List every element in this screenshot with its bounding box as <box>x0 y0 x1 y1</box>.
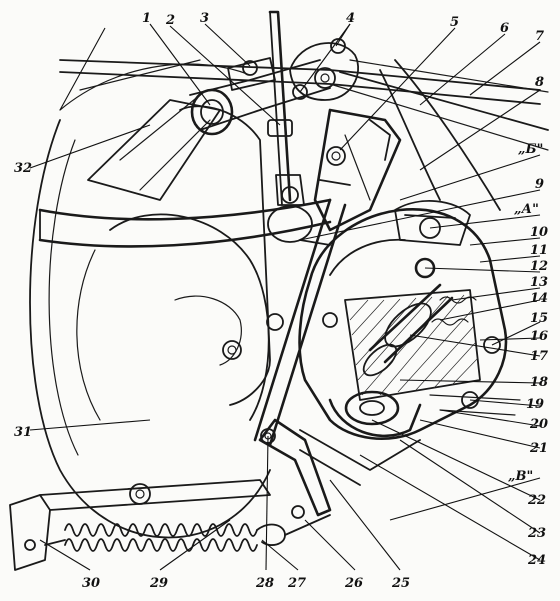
callout-18: 18 <box>530 375 548 390</box>
callout-1: 1 <box>142 11 151 26</box>
release-fork-lever <box>258 418 332 517</box>
main-push-rod <box>253 179 351 447</box>
callout-32: 32 <box>14 161 32 176</box>
callout-30: 30 <box>82 576 100 591</box>
callout-26: 26 <box>344 576 363 591</box>
flywheel-housing <box>29 59 271 539</box>
callout-11: 11 <box>530 243 548 258</box>
callout-15: 15 <box>530 311 548 326</box>
callout-3: 3 <box>200 11 209 26</box>
callout-28: 28 <box>255 576 274 591</box>
callout-19: 19 <box>526 397 544 412</box>
callout-17: 17 <box>530 349 548 364</box>
callout-27: 27 <box>287 576 306 591</box>
clutch-housing-flange <box>129 105 284 505</box>
upper-bracket <box>227 38 360 101</box>
callout-8: 8 <box>535 75 544 90</box>
callout-14: 14 <box>530 291 548 306</box>
callout-5: 5 <box>450 15 459 30</box>
return-spring <box>64 505 331 552</box>
callout-a: „А" <box>514 202 539 217</box>
release-lever-bracket <box>313 108 402 232</box>
horizontal-tie-rod <box>38 198 332 248</box>
callout-29: 29 <box>149 576 168 591</box>
callout-20: 20 <box>529 417 548 432</box>
callout-9: 9 <box>535 177 544 192</box>
callout-31: 31 <box>14 425 32 440</box>
callout-6: 6 <box>500 21 509 36</box>
callout-7: 7 <box>535 29 544 44</box>
callout-4: 4 <box>346 11 355 26</box>
callout-25: 25 <box>391 576 410 591</box>
callout-b: „Б" <box>518 142 543 157</box>
callout-23: 23 <box>527 526 546 541</box>
leader-lines <box>29 23 541 571</box>
callout-24: 24 <box>527 553 546 568</box>
callout-v: „В" <box>508 469 533 484</box>
callout-2: 2 <box>165 13 175 28</box>
callouts: 1 2 3 4 5 6 7 8 „Б" 9 „А" 10 11 12 13 14… <box>14 11 548 591</box>
callout-12: 12 <box>530 259 548 274</box>
callout-21: 21 <box>529 441 548 456</box>
vertical-pull-rod <box>267 10 305 206</box>
callout-10: 10 <box>530 225 548 240</box>
callout-13: 13 <box>530 275 548 290</box>
callout-16: 16 <box>530 329 548 344</box>
callout-22: 22 <box>527 493 546 508</box>
spring-anchor-bracket <box>9 479 271 571</box>
